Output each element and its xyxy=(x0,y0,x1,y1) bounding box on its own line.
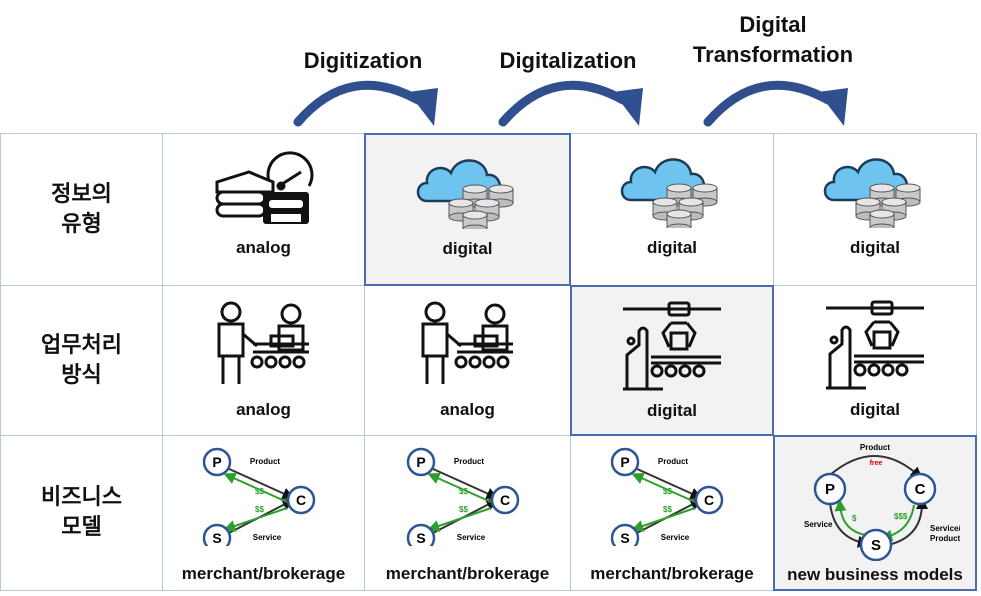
money-label: $ xyxy=(852,514,857,523)
grid-cell: digital xyxy=(570,285,774,436)
money-label: $$ xyxy=(663,487,672,496)
row-header-label: 정보의 유형 xyxy=(51,181,112,237)
grid-cell: digital xyxy=(773,285,977,436)
node-c xyxy=(903,472,937,506)
cell-caption: digital xyxy=(849,238,901,257)
money-label: $$ xyxy=(255,505,264,514)
money-label: $$ xyxy=(459,505,468,514)
cell-caption: digital xyxy=(646,401,698,420)
robot-arm-conveyor-icon xyxy=(820,300,930,395)
product-label: Product xyxy=(860,443,891,452)
service-product-label: Product xyxy=(930,534,960,543)
row-header: 비즈니스 모델 xyxy=(0,435,163,591)
row-header: 업무처리 방식 xyxy=(0,285,163,436)
service-label: Service xyxy=(252,533,281,542)
grid-cell: analog xyxy=(162,285,365,436)
node-c xyxy=(286,485,315,515)
node-c xyxy=(694,485,724,515)
grid-cell: P S C Product Service $$ $$ merchant/broke… xyxy=(570,435,774,591)
grid-cell: P S C Product Service $$ $$ merchant/broke… xyxy=(364,435,571,591)
product-label: Product xyxy=(658,457,689,466)
linear-business-model-diagram: P S C Product Service $$ $$ xyxy=(202,447,315,553)
service-label: Service xyxy=(804,520,833,529)
free-label: free xyxy=(870,460,883,467)
money-label: $$$ xyxy=(894,512,908,521)
workers-conveyor-icon xyxy=(413,300,523,395)
product-label: Product xyxy=(249,457,280,466)
grid-cell: digital xyxy=(773,133,977,286)
row-header-label: 비즈니스 모델 xyxy=(41,485,122,540)
node-label: P xyxy=(825,481,835,498)
cell-caption: analog xyxy=(236,400,291,419)
money-label: $$ xyxy=(255,487,264,496)
node-label: C xyxy=(499,492,509,508)
service-label: Service xyxy=(456,533,485,542)
cell-caption: merchant/brokerage xyxy=(181,564,346,583)
node-p xyxy=(406,447,435,477)
node-label: C xyxy=(704,492,714,508)
money-label: $$ xyxy=(663,505,672,514)
linear-model-diagram: P S C Product Service $$ $$ xyxy=(199,446,329,553)
cell-caption: merchant/brokerage xyxy=(385,564,550,583)
grid-cell: analog xyxy=(364,285,571,436)
grid-cell: digital xyxy=(364,133,571,286)
workers-conveyor-icon xyxy=(209,300,319,395)
stage-label-line: Transformation xyxy=(692,42,854,67)
stage-label-digitization: Digitization xyxy=(303,48,423,73)
robot-arm-conveyor-icon xyxy=(617,301,727,396)
cycle-model-diagram: P C S Product free Service Service/ Produc… xyxy=(790,441,961,566)
node-label: S xyxy=(620,530,629,546)
money-label: $$ xyxy=(459,487,468,496)
grid-cell: P C S Product free Service Service/ Produc… xyxy=(773,435,977,591)
node-s xyxy=(859,528,893,562)
cell-caption: digital xyxy=(442,239,493,258)
node-p xyxy=(202,447,231,477)
node-label: S xyxy=(416,530,425,546)
books-tape-gauge-icon xyxy=(209,148,319,233)
node-p xyxy=(813,472,847,506)
grid-cell: digital xyxy=(570,133,774,286)
curved-arrow-icon xyxy=(498,80,643,127)
stage-label-digitalization: Digitalization xyxy=(499,48,637,73)
grid-cell: analog xyxy=(162,133,365,286)
stage-label-digital-transformation: Digital Transformation xyxy=(693,10,853,70)
cell-caption: merchant/brokerage xyxy=(590,564,754,583)
service-label: Service xyxy=(661,533,690,542)
row-header: 정보의 유형 xyxy=(0,133,163,286)
linear-model-diagram: P S C Product Service $$ $$ xyxy=(403,446,533,553)
cloud-database-icon xyxy=(820,148,930,233)
linear-model-diagram: P S C Product Service $$ $$ xyxy=(607,446,737,553)
stage-label-line: Digital xyxy=(739,12,807,37)
node-label: P xyxy=(620,454,629,470)
node-label: C xyxy=(295,492,305,508)
curved-arrow-icon xyxy=(293,80,438,127)
product-label: Product xyxy=(453,457,484,466)
cloud-database-icon xyxy=(413,149,523,234)
node-label: S xyxy=(212,530,221,546)
node-label: C xyxy=(915,481,926,498)
linear-business-model-diagram: P S C Product Service $$ $$ xyxy=(406,447,519,553)
cloud-database-icon xyxy=(617,148,727,233)
row-header-label: 업무처리 방식 xyxy=(41,332,122,388)
node-label: S xyxy=(871,537,881,554)
node-c xyxy=(490,485,519,515)
cycle-business-model-diagram: P C S Product free Service Service/ Produc… xyxy=(804,443,961,562)
cell-caption: digital xyxy=(849,400,901,419)
cell-caption: new business models xyxy=(787,565,963,584)
node-label: P xyxy=(212,454,221,470)
node-label: P xyxy=(416,454,425,470)
cell-caption: analog xyxy=(236,238,291,257)
curved-arrow-icon xyxy=(703,80,848,127)
stage-arrows xyxy=(293,80,848,127)
node-p xyxy=(610,447,640,477)
service-product-label: Service/ xyxy=(930,524,960,533)
linear-business-model-diagram: P S C Product Service $$ $$ xyxy=(610,447,724,553)
cell-caption: digital xyxy=(646,238,698,257)
cell-caption: analog xyxy=(440,400,495,419)
grid-cell: P S C Product Service $$ $$ merchant/broke… xyxy=(162,435,365,591)
